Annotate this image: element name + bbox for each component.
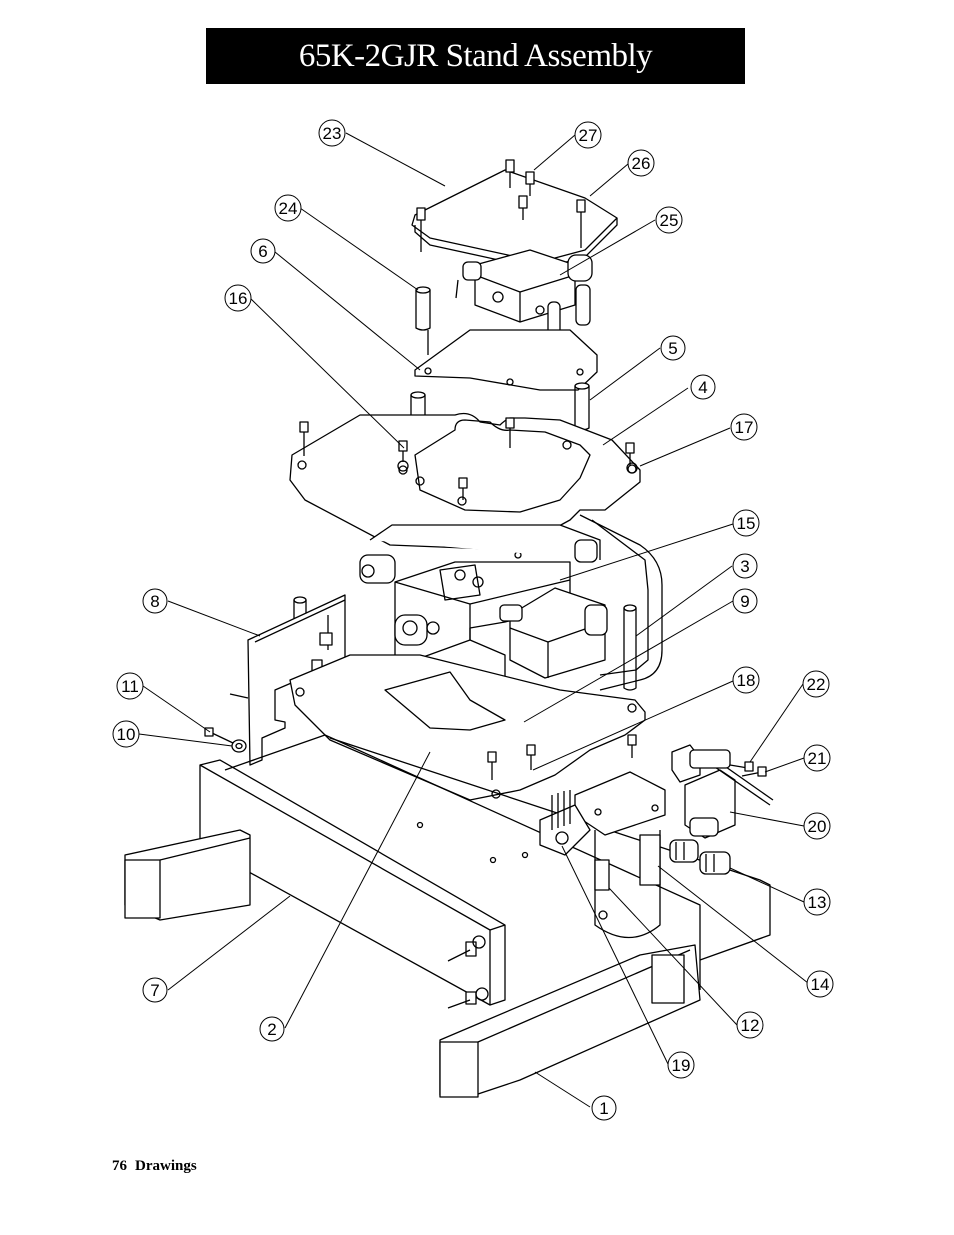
callout-25-label: 25	[660, 211, 679, 230]
callout-17-label: 17	[735, 418, 754, 437]
callout-10: 10	[112, 720, 140, 748]
callout-balloons: 1 2 3 4 5 6 7 8 9 10 11 12 13 14 15 16 1…	[112, 119, 834, 1121]
callout-21: 21	[803, 744, 831, 772]
callout-17: 17	[730, 413, 758, 441]
part-19-gauge-fittings	[539, 790, 591, 856]
part-24-spacer	[415, 286, 431, 355]
callout-7-label: 7	[150, 981, 159, 1000]
callout-15-label: 15	[737, 514, 756, 533]
callout-5: 5	[660, 335, 686, 361]
page-footer: 76 Drawings	[112, 1158, 205, 1175]
callout-20: 20	[803, 812, 831, 840]
callout-22: 22	[802, 670, 830, 698]
callout-5-label: 5	[668, 339, 677, 358]
callout-24-label: 24	[279, 199, 298, 218]
callout-11: 11	[116, 672, 144, 700]
callout-6-label: 6	[258, 242, 267, 261]
callout-1-label: 1	[599, 1099, 608, 1118]
callout-10-label: 10	[117, 725, 136, 744]
callout-18-label: 18	[737, 671, 756, 690]
section-name: Drawings	[135, 1158, 197, 1174]
callout-4-label: 4	[698, 378, 707, 397]
part-2-base-plate	[289, 654, 646, 801]
callout-12: 12	[736, 1011, 764, 1039]
part-6-middle-plate	[414, 329, 598, 391]
callout-8-label: 8	[150, 592, 159, 611]
callout-23-label: 23	[323, 124, 342, 143]
callout-14-label: 14	[811, 975, 830, 994]
callout-22-label: 22	[807, 675, 826, 694]
callout-7: 7	[142, 977, 168, 1003]
callout-25: 25	[655, 206, 683, 234]
callout-26-label: 26	[632, 154, 651, 173]
callout-27-label: 27	[579, 126, 598, 145]
callout-12-label: 12	[741, 1016, 760, 1035]
leader-lines	[138, 132, 809, 1108]
callout-18: 18	[732, 666, 760, 694]
page-number: 76	[112, 1158, 127, 1174]
callout-26: 26	[627, 149, 655, 177]
part-25-valve-block	[455, 249, 593, 343]
callout-3-label: 3	[740, 557, 749, 576]
part-27-bolts	[416, 159, 586, 252]
callout-19: 19	[667, 1051, 695, 1079]
part-7-side-panel	[199, 759, 506, 1009]
callout-9-label: 9	[740, 592, 749, 611]
callout-6: 6	[250, 238, 276, 264]
callout-24: 24	[274, 194, 302, 222]
callout-19-label: 19	[672, 1056, 691, 1075]
callout-9: 9	[732, 588, 758, 614]
part-21-22-bolts	[729, 761, 767, 777]
part-20-valve	[671, 744, 774, 839]
callout-27: 27	[574, 121, 602, 149]
callout-2: 2	[259, 1016, 285, 1042]
callout-1: 1	[591, 1095, 617, 1121]
page-title: 65K-2GJR Stand Assembly	[206, 28, 745, 84]
part-13-fittings	[669, 839, 731, 875]
callout-8: 8	[142, 588, 168, 614]
callout-2-label: 2	[267, 1020, 276, 1039]
callout-20-label: 20	[808, 817, 827, 836]
page-title-text: 65K-2GJR Stand Assembly	[298, 37, 653, 74]
callout-16-label: 16	[229, 289, 248, 308]
callout-15: 15	[732, 509, 760, 537]
callout-4: 4	[690, 374, 716, 400]
callout-16: 16	[224, 284, 252, 312]
callout-3: 3	[732, 553, 758, 579]
callout-14: 14	[806, 970, 834, 998]
callout-23: 23	[318, 119, 346, 147]
callout-21-label: 21	[808, 749, 827, 768]
callout-13-label: 13	[808, 893, 827, 912]
callout-13: 13	[803, 888, 831, 916]
callout-11-label: 11	[121, 677, 139, 696]
part-1-base-frame	[124, 734, 771, 1098]
